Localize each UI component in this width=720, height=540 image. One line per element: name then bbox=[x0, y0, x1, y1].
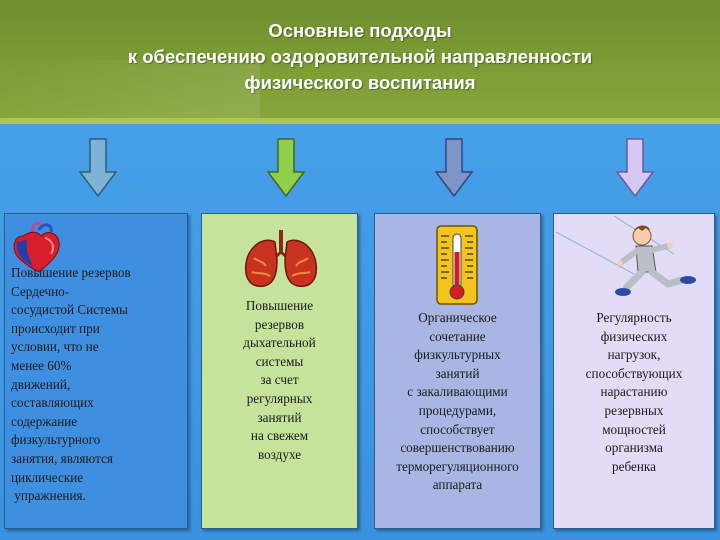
card-line: занятий bbox=[435, 365, 480, 381]
card-line: резервов bbox=[254, 316, 305, 332]
card-line: за счет bbox=[260, 372, 299, 388]
card-line: циклические bbox=[11, 469, 84, 485]
card-line: Регулярность bbox=[596, 310, 672, 325]
card-text-respiratory: Повышение резервов дыхательной системы з… bbox=[202, 297, 357, 464]
card-line: ребенка bbox=[612, 458, 656, 474]
title-line-2: к обеспечению оздоровительной направленн… bbox=[127, 46, 593, 67]
title-line-3: физического воспитания bbox=[244, 72, 476, 93]
card-thermoregulation: Органическое сочетание физкультурных зан… bbox=[374, 213, 541, 529]
card-line: с закаливающими bbox=[407, 384, 508, 400]
arrow-down-icon bbox=[434, 138, 474, 198]
arrow-down-icon bbox=[78, 138, 118, 198]
running-boy-icon bbox=[615, 225, 696, 296]
card-line: регулярных bbox=[246, 390, 313, 406]
card-line: дыхательной bbox=[243, 335, 316, 351]
card-cardiovascular: Повышение резервов Сердечно- сосудистой … bbox=[4, 213, 188, 529]
banner-glow bbox=[0, 60, 260, 118]
card-physical-load: Регулярность физических нагрузок, способ… bbox=[553, 213, 715, 529]
arrow-down-icon bbox=[615, 138, 655, 198]
card-line: Сердечно- bbox=[11, 283, 70, 299]
card-line: нагрузок, bbox=[607, 347, 661, 363]
card-line: физкультурного bbox=[11, 432, 101, 448]
card-line: совершенствованию bbox=[400, 440, 515, 456]
card-line: сосудистой Системы bbox=[11, 302, 128, 318]
card-line: системы bbox=[255, 353, 304, 369]
slide-title: Основные подходы к обеспечению оздоровит… bbox=[20, 18, 700, 96]
card-line: организма bbox=[605, 440, 663, 456]
card-line: составляющих bbox=[11, 395, 94, 411]
arrow-down-icon bbox=[266, 138, 306, 198]
card-line: менее 60% bbox=[11, 357, 72, 373]
card-line: аппарата bbox=[432, 477, 483, 493]
card-line: терморегуляционного bbox=[396, 458, 519, 474]
card-line: нарастанию bbox=[600, 384, 668, 400]
card-line: на свежем bbox=[250, 428, 309, 444]
card-line: способствующих bbox=[585, 365, 683, 381]
card-line: резервных bbox=[604, 402, 664, 418]
card-respiratory: Повышение резервов дыхательной системы з… bbox=[201, 213, 358, 529]
card-line: процедурами, bbox=[418, 402, 497, 418]
title-banner bbox=[0, 0, 720, 118]
card-line: движений, bbox=[11, 376, 71, 392]
card-line: Повышение резервов bbox=[11, 265, 131, 280]
card-line: содержание bbox=[11, 413, 78, 429]
lungs-icon bbox=[244, 230, 318, 288]
card-line: мощностей bbox=[602, 421, 666, 437]
card-line: воздухе bbox=[257, 446, 302, 462]
card-text-physical-load: Регулярность физических нагрузок, способ… bbox=[554, 309, 714, 476]
card-line: упражнения. bbox=[11, 488, 86, 504]
card-line: Органическое bbox=[418, 310, 497, 325]
title-line-1: Основные подходы bbox=[268, 20, 452, 41]
card-line: занятий bbox=[257, 409, 302, 425]
card-text-thermoregulation: Органическое сочетание физкультурных зан… bbox=[375, 309, 540, 495]
card-line: происходит при bbox=[11, 320, 100, 336]
card-line: Повышение bbox=[245, 298, 314, 313]
card-line: физкультурных bbox=[414, 347, 501, 363]
card-text-cardiovascular: Повышение резервов Сердечно- сосудистой … bbox=[11, 264, 131, 506]
thermometer-icon bbox=[436, 225, 478, 305]
card-line: условии, что не bbox=[11, 339, 99, 355]
card-line: сочетание bbox=[429, 328, 486, 344]
banner-divider bbox=[0, 118, 720, 124]
heart-icon bbox=[13, 221, 60, 273]
card-line: физических bbox=[600, 328, 668, 344]
card-line: занятия, являются bbox=[11, 450, 113, 466]
card-line: способствует bbox=[420, 421, 495, 437]
